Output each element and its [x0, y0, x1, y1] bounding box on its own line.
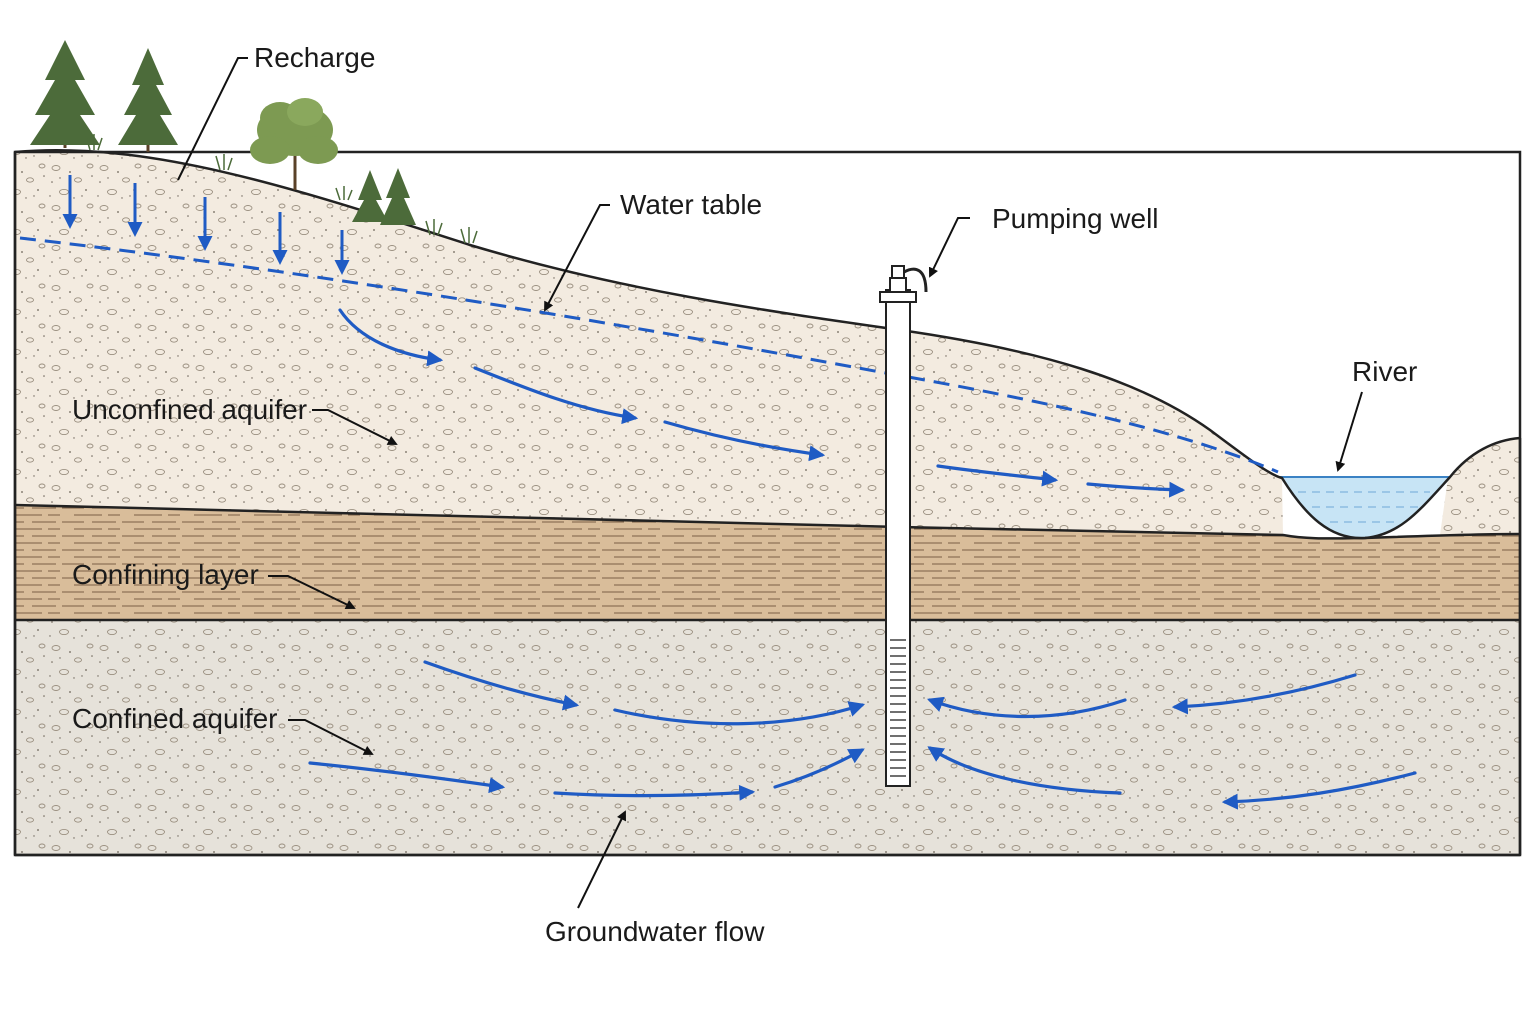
recharge-label: Recharge — [254, 42, 375, 73]
pumping-well-label: Pumping well — [992, 203, 1159, 234]
conifer-tree-icon — [352, 170, 388, 222]
confined-flow-arrows — [308, 660, 1417, 810]
confined-aquifer-layer — [15, 620, 1520, 855]
recharge-arrows — [62, 175, 350, 275]
river-label: River — [1352, 356, 1417, 387]
unconfined-flow-arrows — [338, 308, 1186, 498]
leader-lines — [177, 57, 1363, 909]
well-pipe-icon — [879, 265, 928, 787]
labels: Recharge Water table Pumping well River … — [72, 42, 1417, 947]
unconfined-aquifer-layer — [15, 150, 1520, 535]
broadleaf-tree-icon — [250, 98, 338, 190]
conifer-tree-icon — [118, 48, 178, 152]
vegetation — [30, 40, 478, 244]
layer-outlines — [13, 148, 1522, 857]
confining-layer — [15, 505, 1520, 620]
water-table-line — [19, 236, 1279, 474]
river — [1280, 476, 1450, 539]
water-table-label: Water table — [620, 189, 762, 220]
unconfined-aquifer-label: Unconfined aquifer — [72, 394, 307, 425]
conifer-tree-icon — [30, 40, 100, 148]
confining-layer-label: Confining layer — [72, 559, 259, 590]
conifer-tree-icon — [380, 168, 416, 225]
confined-aquifer-label: Confined aquifer — [72, 703, 277, 734]
groundwater-flow-label: Groundwater flow — [545, 916, 765, 947]
grass-tuft-icon — [85, 134, 478, 244]
